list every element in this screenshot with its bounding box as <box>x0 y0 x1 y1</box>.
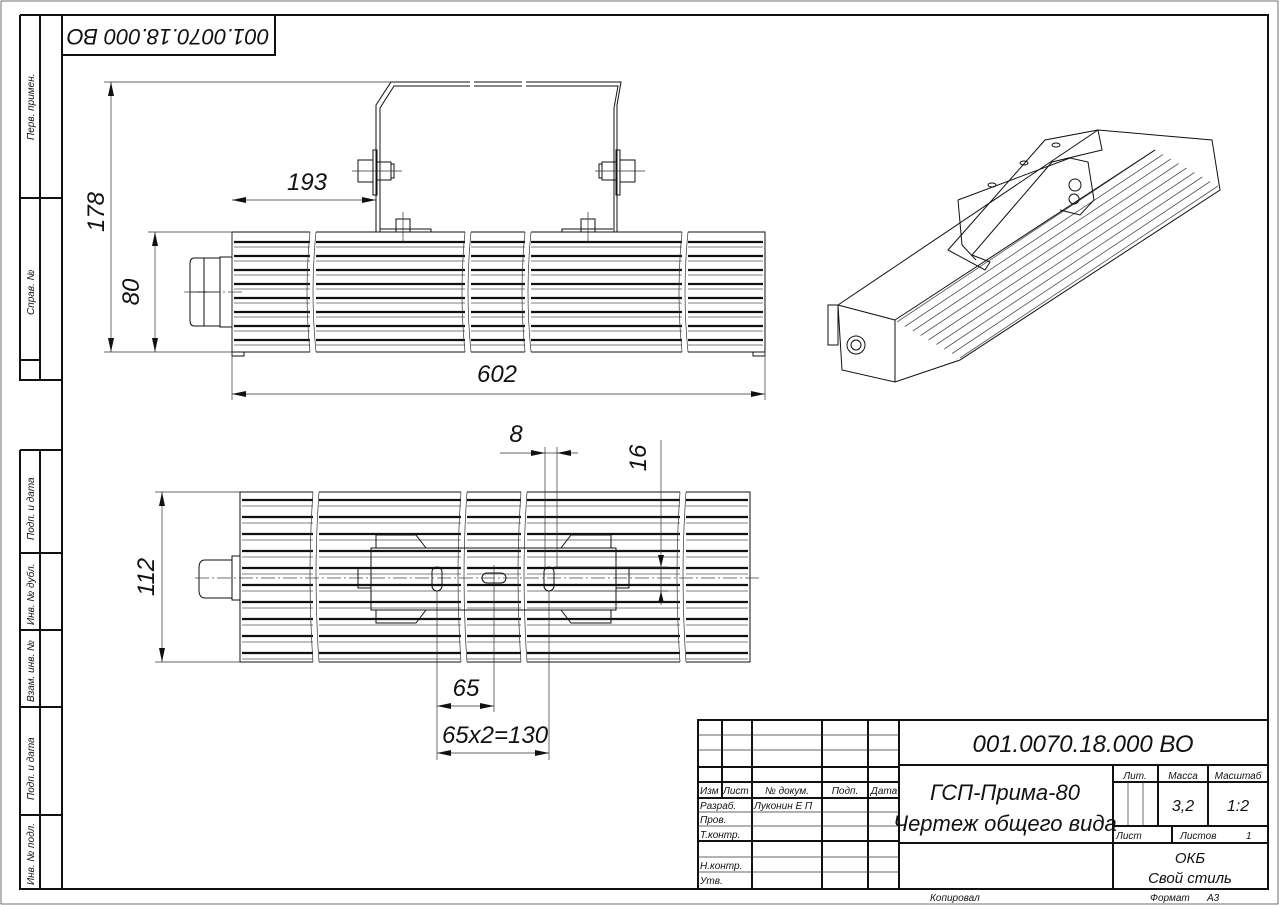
dimension-65: 65 <box>453 675 480 702</box>
tb-role: Т.контр. <box>700 830 740 841</box>
tb-scale: 1:2 <box>1227 798 1249 815</box>
rib-line <box>944 176 1203 350</box>
strip-label: Подп. и дата <box>26 737 37 800</box>
dimension-112: 112 <box>133 558 160 596</box>
rib-line <box>959 185 1219 359</box>
tb-col-header: Изм <box>700 786 719 797</box>
strip-label: Инв. № подл. <box>26 823 37 885</box>
rib-line <box>951 181 1211 354</box>
rib-line <box>912 158 1171 332</box>
dimension-8: 8 <box>509 421 523 448</box>
tb-designation: 001.0070.18.000 ВО <box>973 731 1194 758</box>
tb-lit-label: Лит. <box>1122 771 1146 782</box>
tb-col-header: № докум. <box>765 786 809 797</box>
tb-col-header: Лист <box>722 786 749 797</box>
rib-line <box>928 167 1187 341</box>
dimension-193: 193 <box>287 169 328 196</box>
break-line <box>461 231 472 353</box>
tb-sheet-label: Лист <box>1115 831 1142 842</box>
title-block: 001.0070.18.000 ВО ГСП-Прима-80 Чертеж о… <box>697 719 1269 904</box>
dimension-65x2-130: 65x2=130 <box>442 722 549 749</box>
strip-label: Инв. № дубл. <box>25 564 37 626</box>
tb-col-header: Дата <box>870 786 898 797</box>
rib-line <box>920 163 1179 336</box>
tb-role: Разраб. <box>700 800 736 812</box>
tb-sheets: 1 <box>1246 831 1252 842</box>
drawing-frame <box>61 14 1269 890</box>
tb-format: А3 <box>1206 893 1220 904</box>
break-line <box>517 491 528 663</box>
break-line <box>309 491 320 663</box>
tb-copied-label: Копировал <box>930 893 980 904</box>
top-view <box>195 491 760 663</box>
isometric-view <box>827 129 1221 383</box>
break-line <box>676 491 687 663</box>
break-line <box>678 231 689 353</box>
tb-org-line1: ОКБ <box>1175 850 1206 867</box>
strip-label: Взам. инв. № <box>26 640 37 702</box>
rib-line <box>936 172 1195 345</box>
break-line <box>306 231 317 353</box>
tb-role: Утв. <box>699 876 723 887</box>
svg-text:001.0070.18.000 ВО: 001.0070.18.000 ВО <box>67 24 270 49</box>
tb-sheets-label: Листов <box>1179 831 1216 842</box>
tb-mass-label: Масса <box>1168 771 1198 782</box>
tb-product-name: ГСП-Прима-80 <box>930 780 1081 805</box>
break-line <box>521 231 532 353</box>
tb-col-header: Подп. <box>832 786 859 797</box>
tb-developer: Луконин Е П <box>753 801 813 812</box>
tb-role: Пров. <box>700 815 726 826</box>
tb-scale-label: Масштаб <box>1215 770 1262 782</box>
break-line <box>457 491 468 663</box>
top-view-dimensions: 8 16 112 65 65x2=130 <box>133 421 668 760</box>
strip-label: Подп. и дата <box>26 477 37 540</box>
strip-label: Справ. № <box>26 269 37 315</box>
front-view <box>184 78 766 357</box>
tb-mass: 3,2 <box>1172 798 1194 815</box>
dimension-80: 80 <box>118 278 145 305</box>
dimension-178: 178 <box>83 191 110 232</box>
strip-label: Перв. примен. <box>26 74 37 140</box>
rib-line <box>904 154 1164 327</box>
dimension-16: 16 <box>625 444 652 471</box>
tb-org-line2: Свой стиль <box>1148 870 1232 887</box>
tb-format-label: Формат <box>1150 893 1190 904</box>
tb-document-name: Чертеж общего вида <box>893 811 1116 836</box>
rotated-designation-stamp: 001.0070.18.000 ВО <box>61 14 276 56</box>
side-strip: Перв. примен. Справ. № Подп. и дата Инв.… <box>19 14 62 890</box>
front-view-dimensions: 193 178 80 602 <box>83 81 766 400</box>
dimension-602: 602 <box>477 361 517 388</box>
tb-role: Н.контр. <box>700 861 742 872</box>
